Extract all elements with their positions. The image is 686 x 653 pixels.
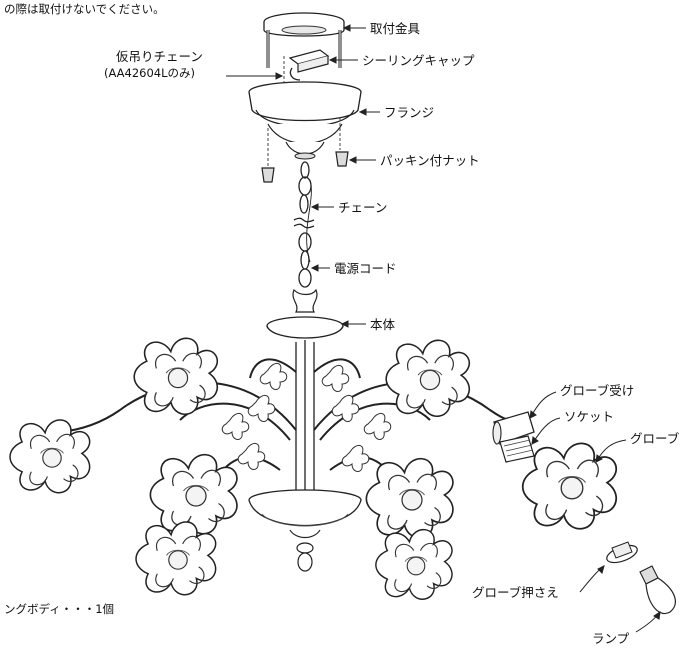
label-temp-chain-model: (AA42604Lのみ): [104, 66, 196, 80]
label-body: 本体: [370, 317, 396, 332]
globe-holder-part: [492, 411, 535, 445]
label-lamp: ランプ: [592, 631, 630, 646]
ceiling-cap-part: [283, 49, 330, 86]
label-globe-holder: グローブ受け: [560, 383, 635, 398]
flange-part: [248, 81, 362, 166]
label-chain: チェーン: [338, 200, 388, 215]
label-mounting-bracket: 取付金具: [370, 21, 421, 36]
mounting-bracket-part: [263, 12, 345, 68]
lamp-part: [639, 565, 676, 615]
header-note: の際は取付けないでください。: [4, 2, 165, 16]
label-temp-chain: 仮吊りチェーン: [116, 49, 203, 64]
leader-lines: [226, 24, 661, 633]
label-packing-nut: パッキン付ナット: [380, 153, 480, 168]
label-ceiling-cap: シーリングキャップ: [362, 53, 475, 68]
label-flange: フランジ: [384, 105, 435, 120]
globe-retainer-part: [606, 541, 638, 564]
chain-part: [293, 161, 315, 288]
label-power-cord: 電源コード: [334, 261, 397, 276]
globes-attached: [9, 337, 471, 600]
label-globe-retainer: グローブ押さえ: [472, 585, 559, 600]
footer-note: ングボディ・・・1個: [4, 602, 115, 616]
leaf-decorations: [221, 362, 392, 472]
label-globe: グローブ: [630, 431, 680, 446]
globe-part: [521, 442, 618, 530]
body-part: [248, 288, 362, 572]
packing-nut-part: [261, 151, 349, 183]
label-socket: ソケット: [564, 409, 615, 424]
socket-part: [499, 435, 535, 463]
